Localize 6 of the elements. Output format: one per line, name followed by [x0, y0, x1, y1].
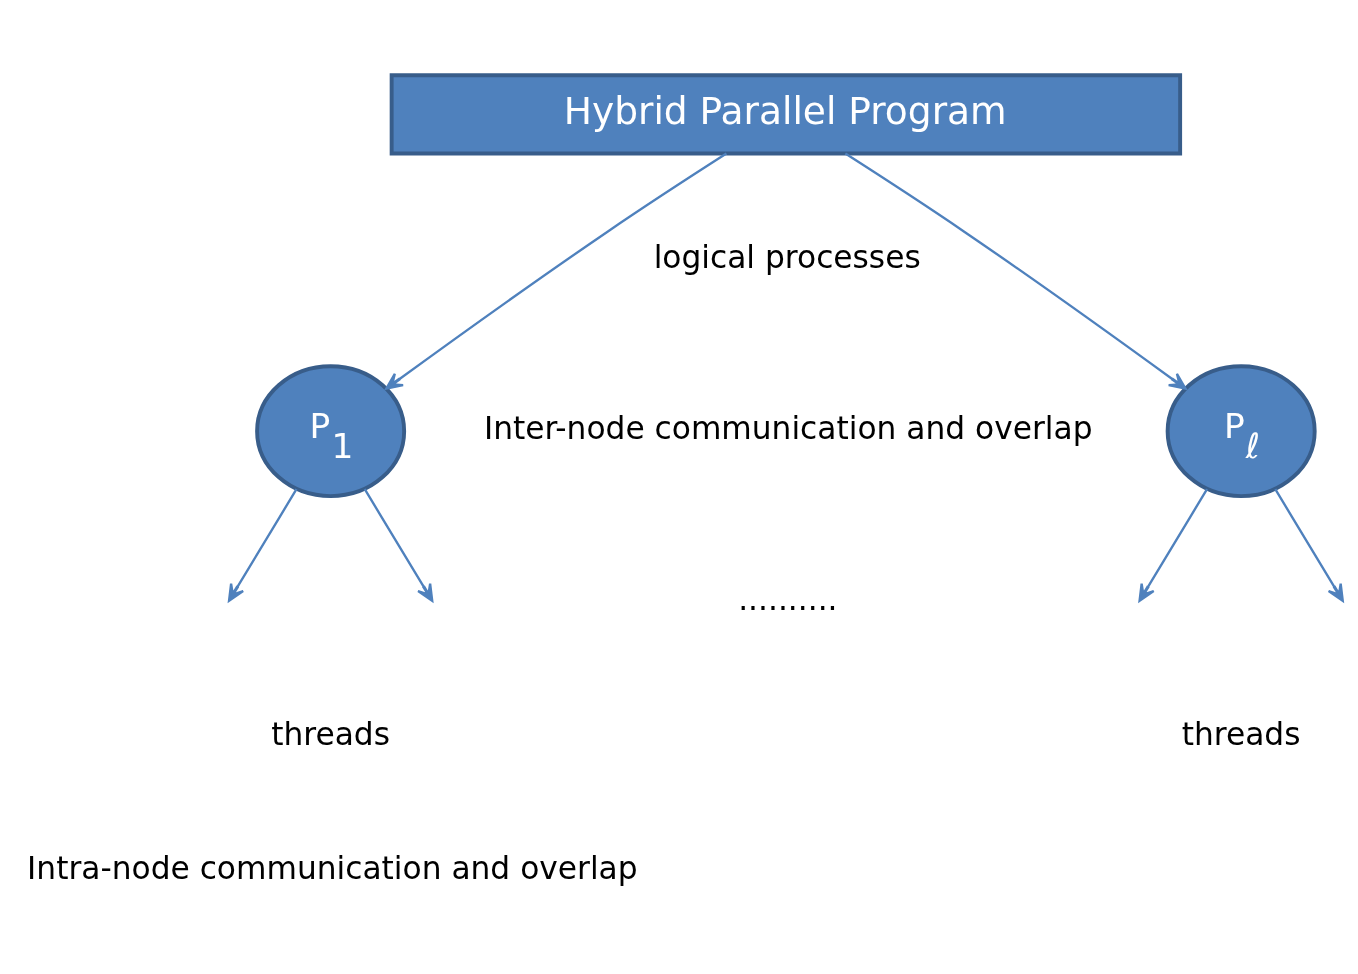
- label: ..........: [738, 580, 838, 617]
- label: Intra-node communication and overlap: [27, 849, 638, 886]
- label: Inter-node communication and overlap: [483, 409, 1093, 446]
- label: threads: [1181, 715, 1301, 752]
- label: threads: [271, 715, 390, 752]
- label: logical processes: [653, 238, 921, 275]
